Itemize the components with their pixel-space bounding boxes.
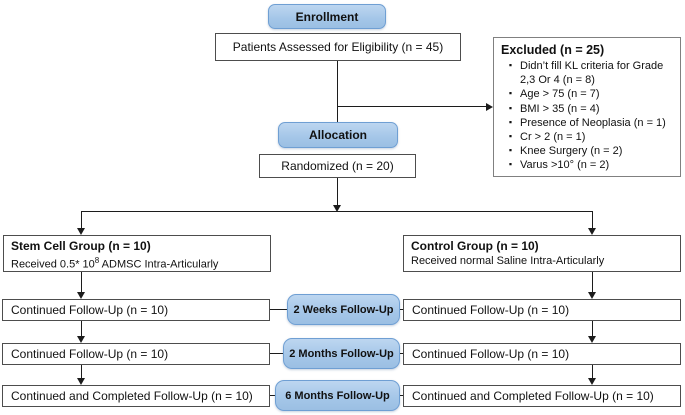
followup-right-box: Continued Follow-Up (n = 10) bbox=[403, 343, 681, 365]
randomized-box: Randomized (n = 20) bbox=[259, 154, 416, 178]
connector-line bbox=[270, 395, 275, 397]
connector-line bbox=[270, 309, 287, 311]
followup-stage-badge: 2 Weeks Follow-Up bbox=[287, 294, 400, 325]
excluded-item-text: BMI > 35 (n = 4) bbox=[520, 102, 600, 115]
connector-line bbox=[337, 61, 339, 122]
control-group-box: Control Group (n = 10) Received normal S… bbox=[403, 235, 681, 272]
enrollment-stage-badge: Enrollment bbox=[268, 4, 386, 29]
followup-left-box: Continued and Completed Follow-Up (n = 1… bbox=[2, 385, 270, 407]
connector-line bbox=[592, 272, 594, 292]
group-subtitle-text: ADMSC Intra-Articularly bbox=[99, 258, 219, 271]
followup-left-box: Continued Follow-Up (n = 10) bbox=[2, 299, 270, 321]
excluded-item-text: Age > 75 (n = 7) bbox=[520, 88, 600, 101]
arrow-down-icon bbox=[77, 336, 85, 343]
excluded-item: Varus >10° (n = 2) bbox=[501, 158, 674, 172]
group-title: Control Group (n = 10) bbox=[411, 239, 539, 253]
bullet-icon bbox=[501, 116, 520, 130]
connector-line bbox=[592, 211, 594, 228]
excluded-item-text: Didn’t fill KL criteria for Grade 2,3 Or… bbox=[520, 60, 664, 87]
connector-line bbox=[81, 211, 83, 228]
connector-line bbox=[82, 211, 593, 213]
excluded-box: Excluded (n = 25) Didn’t fill KL criteri… bbox=[493, 37, 681, 177]
excluded-item: Knee Surgery (n = 2) bbox=[501, 144, 674, 158]
followup-stage-badge: 6 Months Follow-Up bbox=[275, 380, 400, 411]
group-title: Stem Cell Group (n = 10) bbox=[11, 239, 151, 253]
group-subtitle-text: Received 0.5* 10 bbox=[11, 258, 95, 271]
excluded-item: Presence of Neoplasia (n = 1) bbox=[501, 116, 674, 130]
connector-line bbox=[81, 272, 83, 292]
excluded-title: Excluded (n = 25) bbox=[501, 43, 605, 57]
connector-line bbox=[400, 353, 403, 355]
followup-right-box: Continued Follow-Up (n = 10) bbox=[403, 299, 681, 321]
excluded-item: BMI > 35 (n = 4) bbox=[501, 102, 674, 116]
bullet-icon bbox=[501, 144, 520, 158]
connector-line bbox=[592, 321, 594, 336]
bullet-icon bbox=[501, 130, 520, 144]
arrow-down-icon bbox=[588, 336, 596, 343]
arrow-down-icon bbox=[588, 292, 596, 299]
group-subtitle: Received normal Saline Intra-Articularly bbox=[411, 255, 605, 267]
excluded-item: Cr > 2 (n = 1) bbox=[501, 130, 674, 144]
excluded-item: Age > 75 (n = 7) bbox=[501, 87, 674, 101]
arrow-down-icon bbox=[77, 228, 85, 235]
connector-line bbox=[81, 365, 83, 378]
connector-line bbox=[592, 365, 594, 378]
allocation-stage-badge: Allocation bbox=[278, 122, 398, 148]
connector-line bbox=[81, 321, 83, 336]
followup-stage-badge: 2 Months Follow-Up bbox=[283, 338, 400, 369]
bullet-icon bbox=[501, 158, 520, 172]
arrow-down-icon bbox=[333, 205, 341, 212]
connector-line bbox=[270, 353, 283, 355]
arrow-down-icon bbox=[77, 378, 85, 385]
connector-line bbox=[400, 309, 403, 311]
excluded-item-text: Cr > 2 (n = 1) bbox=[520, 131, 586, 144]
connector-line bbox=[337, 178, 339, 206]
connector-line bbox=[400, 395, 403, 397]
excluded-item-text: Presence of Neoplasia (n = 1) bbox=[520, 116, 666, 129]
arrow-right-icon bbox=[486, 103, 493, 111]
bullet-icon bbox=[501, 59, 520, 87]
bullet-icon bbox=[501, 87, 520, 101]
superscript: 8 bbox=[94, 256, 100, 265]
excluded-item-text: Knee Surgery (n = 2) bbox=[520, 145, 623, 158]
stem-cell-group-box: Stem Cell Group (n = 10) Received 0.5* 1… bbox=[3, 235, 271, 272]
arrow-down-icon bbox=[588, 378, 596, 385]
assessed-box: Patients Assessed for Eligibility (n = 4… bbox=[215, 33, 461, 61]
arrow-down-icon bbox=[77, 292, 85, 299]
excluded-item-text: Varus >10° (n = 2) bbox=[520, 159, 610, 172]
followup-right-box: Continued and Completed Follow-Up (n = 1… bbox=[403, 385, 681, 407]
connector-line bbox=[338, 106, 486, 108]
excluded-item: Didn’t fill KL criteria for Grade 2,3 Or… bbox=[501, 59, 674, 87]
group-subtitle: Received 0.5* 108 ADMSC Intra-Articularl… bbox=[11, 254, 263, 272]
bullet-icon bbox=[501, 102, 520, 116]
followup-left-box: Continued Follow-Up (n = 10) bbox=[2, 343, 270, 365]
arrow-down-icon bbox=[588, 228, 596, 235]
